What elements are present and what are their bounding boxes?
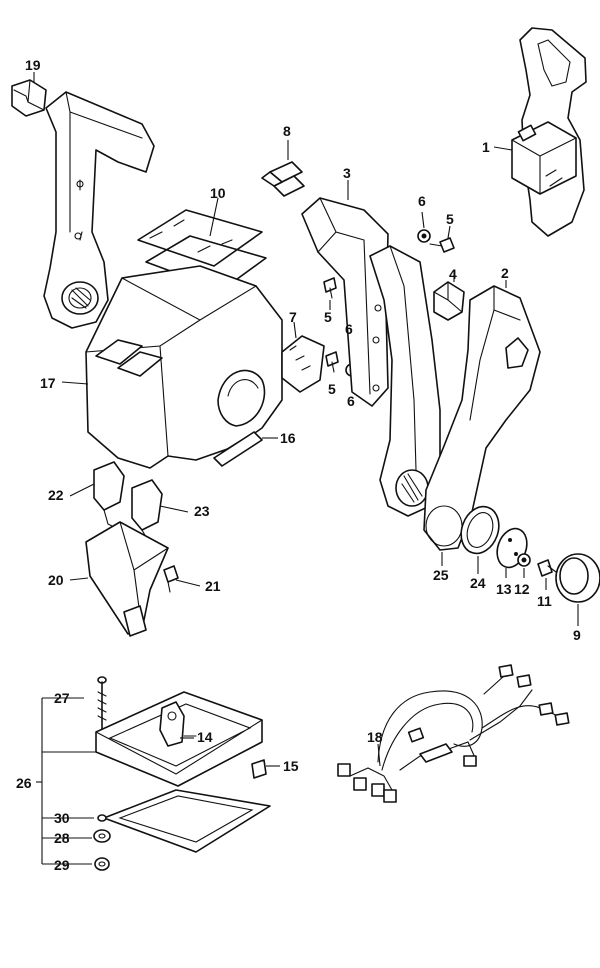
emblem-8 — [261, 161, 305, 197]
clip-15 — [251, 759, 267, 779]
callout-22: 22 — [48, 487, 64, 503]
washer-6-right — [417, 211, 431, 243]
screw-5-lower — [325, 351, 339, 373]
side-cover-3 — [301, 197, 389, 407]
remote-control-assembly — [511, 27, 587, 237]
plate-10 — [137, 209, 267, 291]
callout-16: 16 — [280, 430, 296, 446]
callout-11: 11 — [537, 593, 552, 609]
callout-10: 10 — [210, 185, 226, 201]
screw-11 — [537, 559, 557, 577]
screw-21 — [163, 565, 179, 593]
callout-18: 18 — [367, 729, 383, 745]
callout-13: 13 — [496, 581, 512, 597]
callout-3: 3 — [343, 165, 351, 181]
inner-lever-25 — [369, 245, 441, 517]
callout-4: 4 — [449, 266, 457, 282]
base-housing-26 — [95, 691, 263, 787]
spacer-30 — [97, 814, 107, 822]
callout-14: 14 — [197, 729, 213, 745]
clip-16 — [213, 431, 263, 467]
callout-21: 21 — [205, 578, 221, 594]
callout-30: 30 — [54, 810, 70, 826]
callout-6-right: 6 — [418, 193, 426, 209]
callout-5-right: 5 — [446, 211, 454, 227]
cap-19 — [11, 79, 47, 117]
knob-4 — [433, 270, 465, 321]
housing-20 — [85, 521, 169, 637]
cap-9 — [555, 553, 600, 603]
washer-12 — [517, 553, 531, 567]
callout-15: 15 — [283, 758, 299, 774]
callout-28: 28 — [54, 830, 70, 846]
control-lever-handle — [43, 91, 155, 329]
callout-2: 2 — [501, 265, 509, 281]
switch-22 — [93, 461, 125, 531]
callout-1: 1 — [482, 139, 490, 155]
callout-19: 19 — [25, 57, 41, 73]
callout-23: 23 — [194, 503, 210, 519]
callout-17: 17 — [40, 375, 56, 391]
bracket-7 — [281, 335, 325, 393]
callout-8: 8 — [283, 123, 291, 139]
callout-20: 20 — [48, 572, 64, 588]
main-cover-17 — [85, 265, 283, 469]
gear-lever-2 — [423, 285, 541, 551]
callout-6-upper: 6 — [345, 321, 353, 337]
wire-harness-18 — [337, 664, 570, 803]
gasket-26 — [103, 789, 271, 853]
callout-5-lower: 5 — [328, 381, 336, 397]
screw-5-right — [429, 225, 455, 253]
callout-12: 12 — [514, 581, 530, 597]
screw-5-upper — [323, 277, 337, 310]
callout-6-lower: 6 — [347, 393, 355, 409]
bolt-27 — [97, 676, 107, 731]
callout-26: 26 — [16, 775, 32, 791]
callout-5-upper: 5 — [324, 309, 332, 325]
callout-24: 24 — [470, 575, 486, 591]
ring-24 — [460, 505, 500, 555]
callout-27: 27 — [54, 690, 70, 706]
nut-29 — [94, 857, 110, 871]
washer-28 — [93, 829, 111, 843]
callout-7: 7 — [289, 309, 297, 325]
callout-29: 29 — [54, 857, 70, 873]
callout-9: 9 — [573, 627, 581, 643]
callout-25: 25 — [433, 567, 449, 583]
